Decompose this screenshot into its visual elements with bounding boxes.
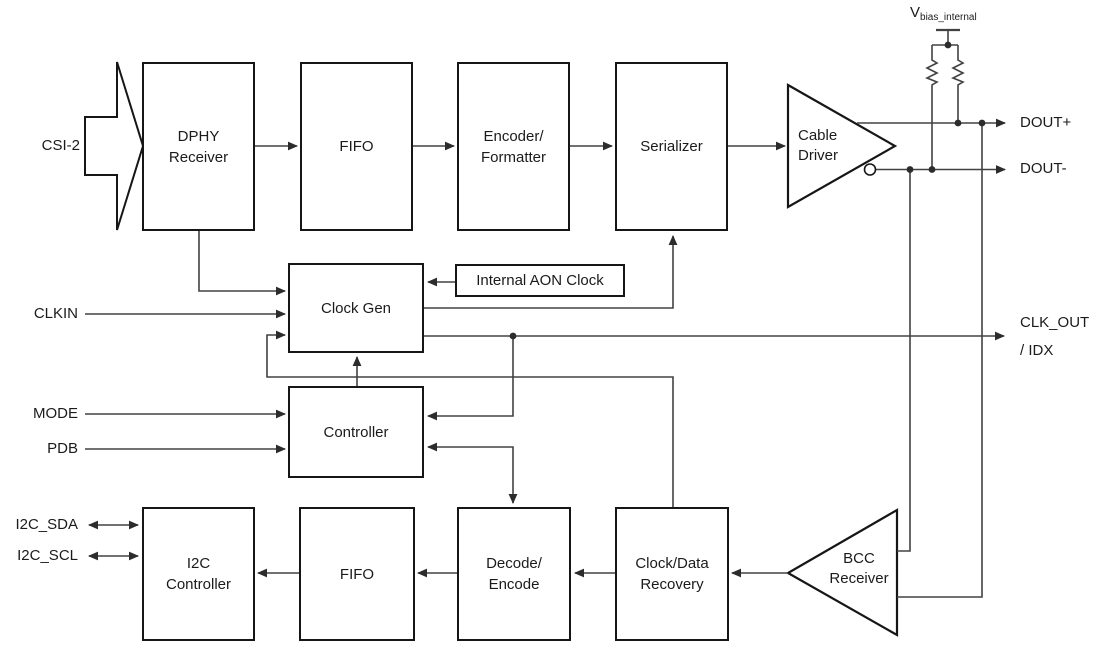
label-mode: MODE — [33, 405, 78, 422]
wire-cdr-to-clockgen — [266, 330, 674, 507]
wire-clk-to-controller — [427, 336, 514, 421]
block-clock-data-recovery: Clock/Data Recovery — [615, 507, 729, 641]
wire-doutplus-feedback-to-bcc — [897, 123, 983, 598]
block-i2c-controller: I2C Controller — [142, 507, 255, 641]
label-i2c-sda: I2C_SDA — [15, 516, 78, 533]
label-clk-out: CLK_OUT — [1020, 314, 1090, 331]
label-dout-minus: DOUT- — [1020, 160, 1067, 177]
block-label: Controller — [165, 576, 232, 593]
block-serializer: Serializer — [615, 62, 728, 231]
junction-dot — [509, 332, 517, 340]
block-label: Encoder/ — [483, 127, 544, 145]
label-dout-plus: DOUT+ — [1020, 114, 1072, 131]
block-label: Formatter — [480, 148, 546, 166]
inverter-bubble-icon — [863, 163, 877, 176]
block-fifo-top: FIFO — [300, 62, 413, 231]
wire-controller-decode-bidir — [427, 442, 518, 504]
block-controller: Controller — [288, 386, 424, 478]
label-i2c-scl: I2C_SCL — [17, 547, 78, 564]
block-decode-encode: Decode/ Encode — [457, 507, 571, 641]
wire-clockgen-to-serializer — [424, 235, 678, 309]
block-label: Clock/Data — [635, 555, 709, 572]
block-clock-gen: Clock Gen — [288, 263, 424, 353]
block-label: Decode/ — [486, 555, 542, 572]
wire-doutminus-feedback-to-bcc — [897, 169, 911, 552]
junction-dot — [944, 41, 952, 49]
block-label: Clock Gen — [320, 299, 392, 317]
block-label: FIFO — [339, 565, 375, 583]
block-label: Receiver — [168, 148, 229, 166]
junction-dot — [978, 119, 986, 127]
bcc-receiver-triangle — [785, 508, 899, 637]
block-label: DPHY — [177, 127, 220, 145]
label-clkin: CLKIN — [33, 305, 78, 322]
label-clk-out-idx: / IDX — [1020, 342, 1054, 359]
cable-driver-triangle — [786, 83, 898, 209]
label-csi2: CSI-2 — [41, 137, 80, 154]
block-label: Serializer — [640, 138, 703, 155]
block-fifo-bottom: FIFO — [299, 507, 415, 641]
junction-dot — [954, 119, 962, 127]
block-internal-aon-clock: Internal AON Clock — [455, 264, 625, 297]
block-label: I2C — [186, 555, 211, 572]
label-bcc-receiver: BCC Receiver — [829, 550, 889, 587]
csi2-block-arrow-icon — [84, 61, 145, 231]
junction-dot — [928, 166, 936, 173]
resistor-left-icon — [925, 45, 939, 170]
label-pdb: PDB — [47, 440, 78, 457]
block-dphy-receiver: DPHY Receiver — [142, 62, 255, 231]
block-label: FIFO — [339, 138, 374, 155]
label-cable-driver: Cable Driver — [798, 127, 838, 164]
junction-dot — [906, 166, 914, 173]
block-label: Recovery — [640, 576, 704, 593]
block-label: Encode — [488, 576, 540, 593]
block-label: Internal AON Clock — [476, 272, 604, 289]
resistor-right-icon — [951, 45, 965, 123]
label-vbias-internal: Vbias_internal — [910, 4, 977, 24]
block-label: Controller — [323, 423, 389, 441]
wire-dphy-to-clockgen — [198, 231, 286, 296]
block-encoder-formatter: Encoder/ Formatter — [457, 62, 570, 231]
